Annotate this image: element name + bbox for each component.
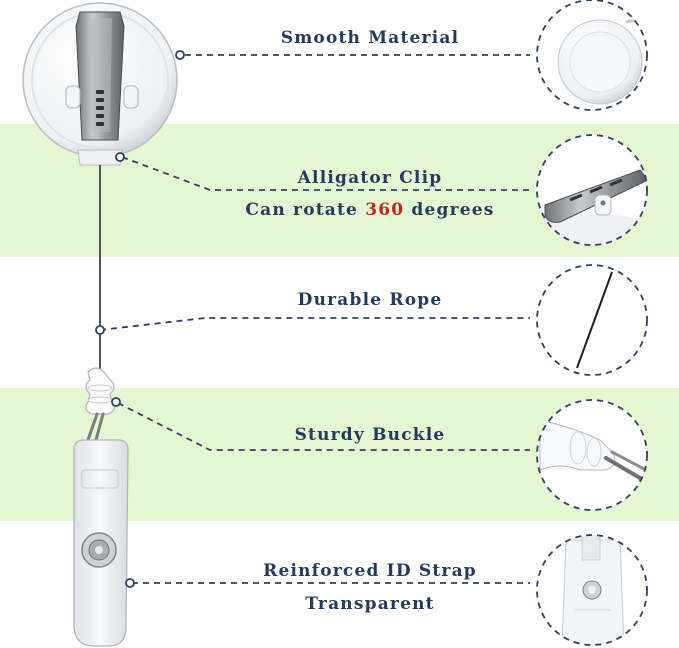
smooth-material-title: Smooth Material (280, 28, 460, 48)
id-strap-detail (536, 534, 648, 646)
sturdy-buckle-title: Sturdy Buckle (294, 425, 446, 445)
rotation-degrees-value: 360 (365, 200, 405, 220)
anchor-dots (95, 50, 185, 588)
alligator-clip-title: Alligator Clip (297, 168, 443, 188)
rotation-text-before: Can rotate (245, 200, 366, 220)
sturdy-buckle-detail (536, 399, 648, 511)
reinforced-strap-subtitle: Transparent (305, 594, 435, 614)
label-sturdy-buckle: Sturdy Buckle (200, 425, 540, 445)
durable-rope-title: Durable Rope (297, 290, 443, 310)
smooth-material-detail (536, 0, 648, 111)
label-alligator-clip: Alligator Clip Can rotate 360 degrees (200, 162, 540, 226)
label-reinforced-strap: Reinforced ID Strap Transparent (200, 555, 540, 621)
clip-slots (96, 90, 104, 126)
badge-reel-product (22, 2, 178, 647)
alligator-clip-subtitle: Can rotate 360 degrees (200, 194, 540, 226)
durable-rope-detail (536, 264, 648, 376)
label-smooth-material: Smooth Material (200, 28, 540, 48)
rotation-text-after: degrees (404, 200, 495, 220)
label-durable-rope: Durable Rope (200, 290, 540, 310)
alligator-clip-detail (536, 134, 648, 246)
reinforced-strap-title: Reinforced ID Strap (263, 561, 477, 581)
leader-lines (99, 54, 530, 584)
